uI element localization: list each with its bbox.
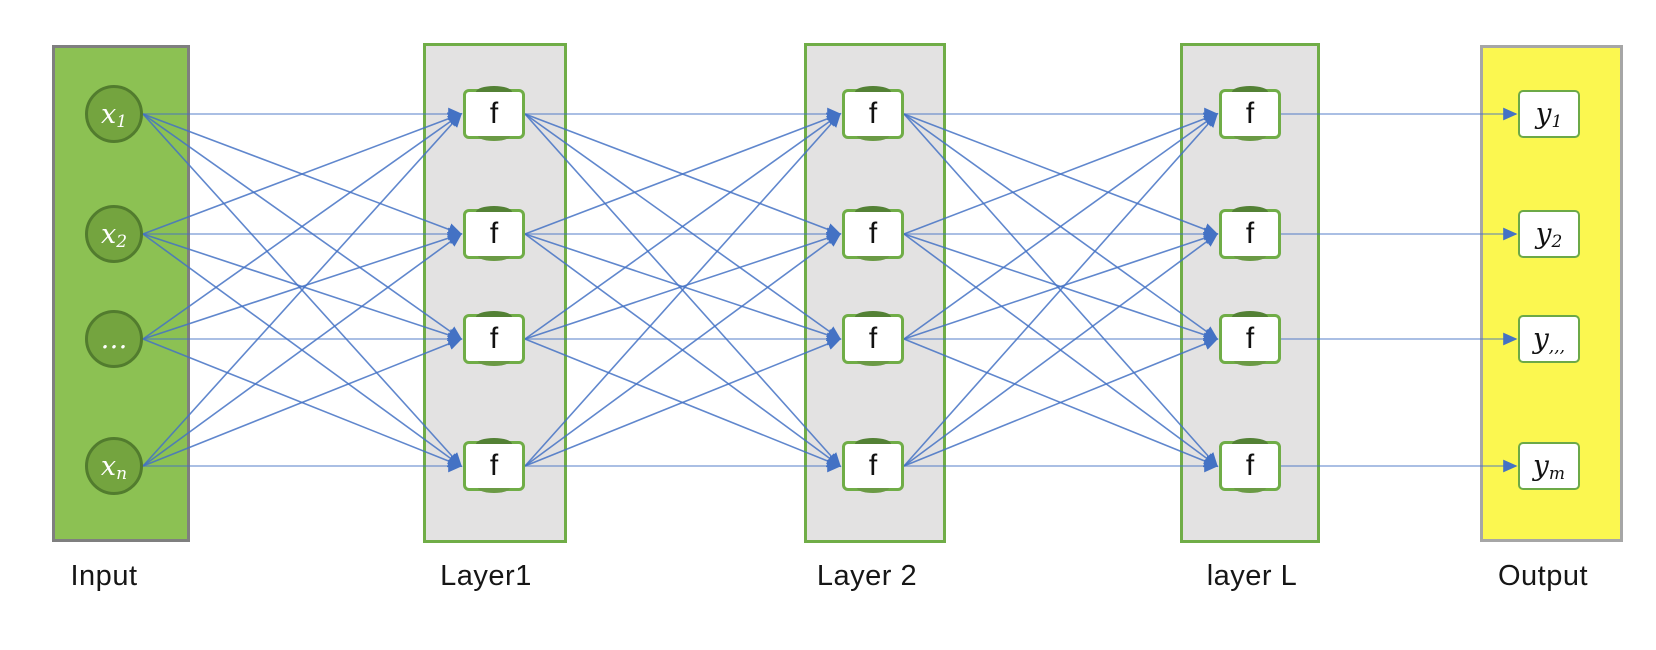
node-label: f (1245, 322, 1255, 355)
node-label: f (868, 322, 878, 355)
node-label: f (489, 217, 499, 250)
neuron-box: f (842, 441, 904, 491)
neuron-box: f (1219, 314, 1281, 364)
node-subscript: n (116, 463, 128, 484)
node-label: y (1535, 97, 1552, 130)
node-label: f (868, 97, 878, 130)
neuron-box: f (463, 441, 525, 491)
node-label: f (1245, 217, 1255, 250)
neuron-box: f (463, 89, 525, 139)
node-subscript: 1 (1551, 111, 1563, 132)
node-label: y (1533, 449, 1549, 482)
neuron-box: f (842, 314, 904, 364)
node-subscript: 2 (116, 231, 128, 252)
node-label: x (100, 98, 117, 130)
node-label: f (489, 97, 499, 130)
node-label: y (1532, 322, 1549, 355)
node-label: f (1245, 449, 1255, 482)
neuron-box: f (1219, 89, 1281, 139)
neuron-box: f (1219, 441, 1281, 491)
node-label: f (489, 322, 499, 355)
node-label: f (868, 449, 878, 482)
node-label: x (100, 450, 117, 482)
output-label: Output (1497, 560, 1589, 592)
node-subscript: 1 (116, 111, 128, 132)
node-label: f (1245, 97, 1255, 130)
neuron-box: f (463, 209, 525, 259)
layer1-label: Layer1 (440, 560, 532, 592)
output-box-ydots: y,,, (1518, 315, 1580, 363)
node-label: f (489, 449, 499, 482)
neuron-box: f (842, 89, 904, 139)
node-label: f (868, 217, 878, 250)
node-subscript: ,,, (1548, 336, 1566, 357)
node-label: … (100, 323, 128, 355)
neuron-box: f (1219, 209, 1281, 259)
neuron-box: f (463, 314, 525, 364)
node-subscript: m (1548, 463, 1565, 484)
layerL-label: layer L (1206, 560, 1298, 592)
neuron-box: f (842, 209, 904, 259)
input-label: Input (70, 560, 138, 592)
node-label: y (1535, 217, 1552, 250)
node-label: x (100, 218, 117, 250)
layer2-label: Layer 2 (816, 560, 918, 592)
node-subscript: 2 (1551, 231, 1563, 252)
input-node-ellipsis: … (85, 310, 143, 368)
